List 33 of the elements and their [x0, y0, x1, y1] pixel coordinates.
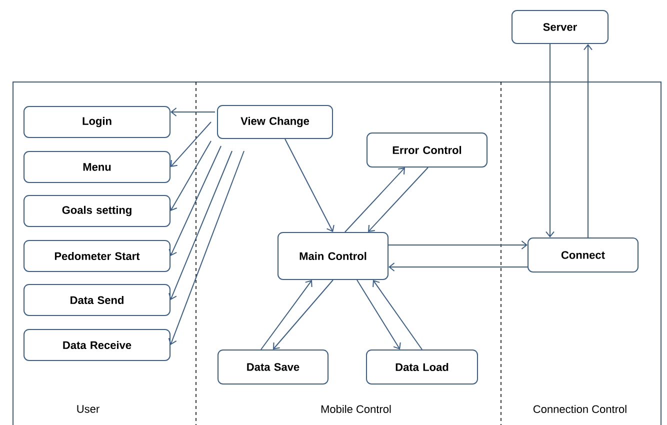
process-box: Data Load [366, 350, 478, 384]
arrow [372, 280, 422, 350]
process-box: Data Receive [24, 329, 170, 361]
arrow [170, 122, 212, 167]
arrow [168, 150, 232, 300]
arrow [168, 150, 244, 345]
process-box: Pedometer Start [24, 240, 170, 272]
lane-label: Mobile Control [321, 404, 391, 414]
arrow [273, 280, 334, 350]
arrow [344, 168, 405, 232]
process-box: Error Control [366, 132, 488, 168]
process-box: Connect [528, 238, 638, 272]
process-box: Data Save [218, 350, 328, 384]
arrow [388, 262, 528, 272]
process-box: Goals setting [24, 195, 170, 227]
arrow [356, 280, 401, 350]
process-box: Data Send [24, 284, 170, 316]
lane-label: User [77, 405, 100, 413]
arrow [388, 240, 528, 250]
arrow [284, 138, 334, 232]
process-box: Server [512, 10, 608, 44]
process-box: Login [24, 106, 170, 138]
arrow [170, 108, 216, 116]
arrow [260, 280, 312, 350]
arrow [169, 140, 212, 211]
arrow [168, 146, 222, 256]
arrow [368, 167, 428, 232]
arrow [584, 44, 592, 238]
lane-label: Connection Control [533, 404, 626, 414]
process-box: Menu [24, 151, 170, 183]
process-box: View Change [217, 105, 333, 139]
process-box: Main Control [278, 232, 388, 280]
arrow [546, 44, 554, 238]
